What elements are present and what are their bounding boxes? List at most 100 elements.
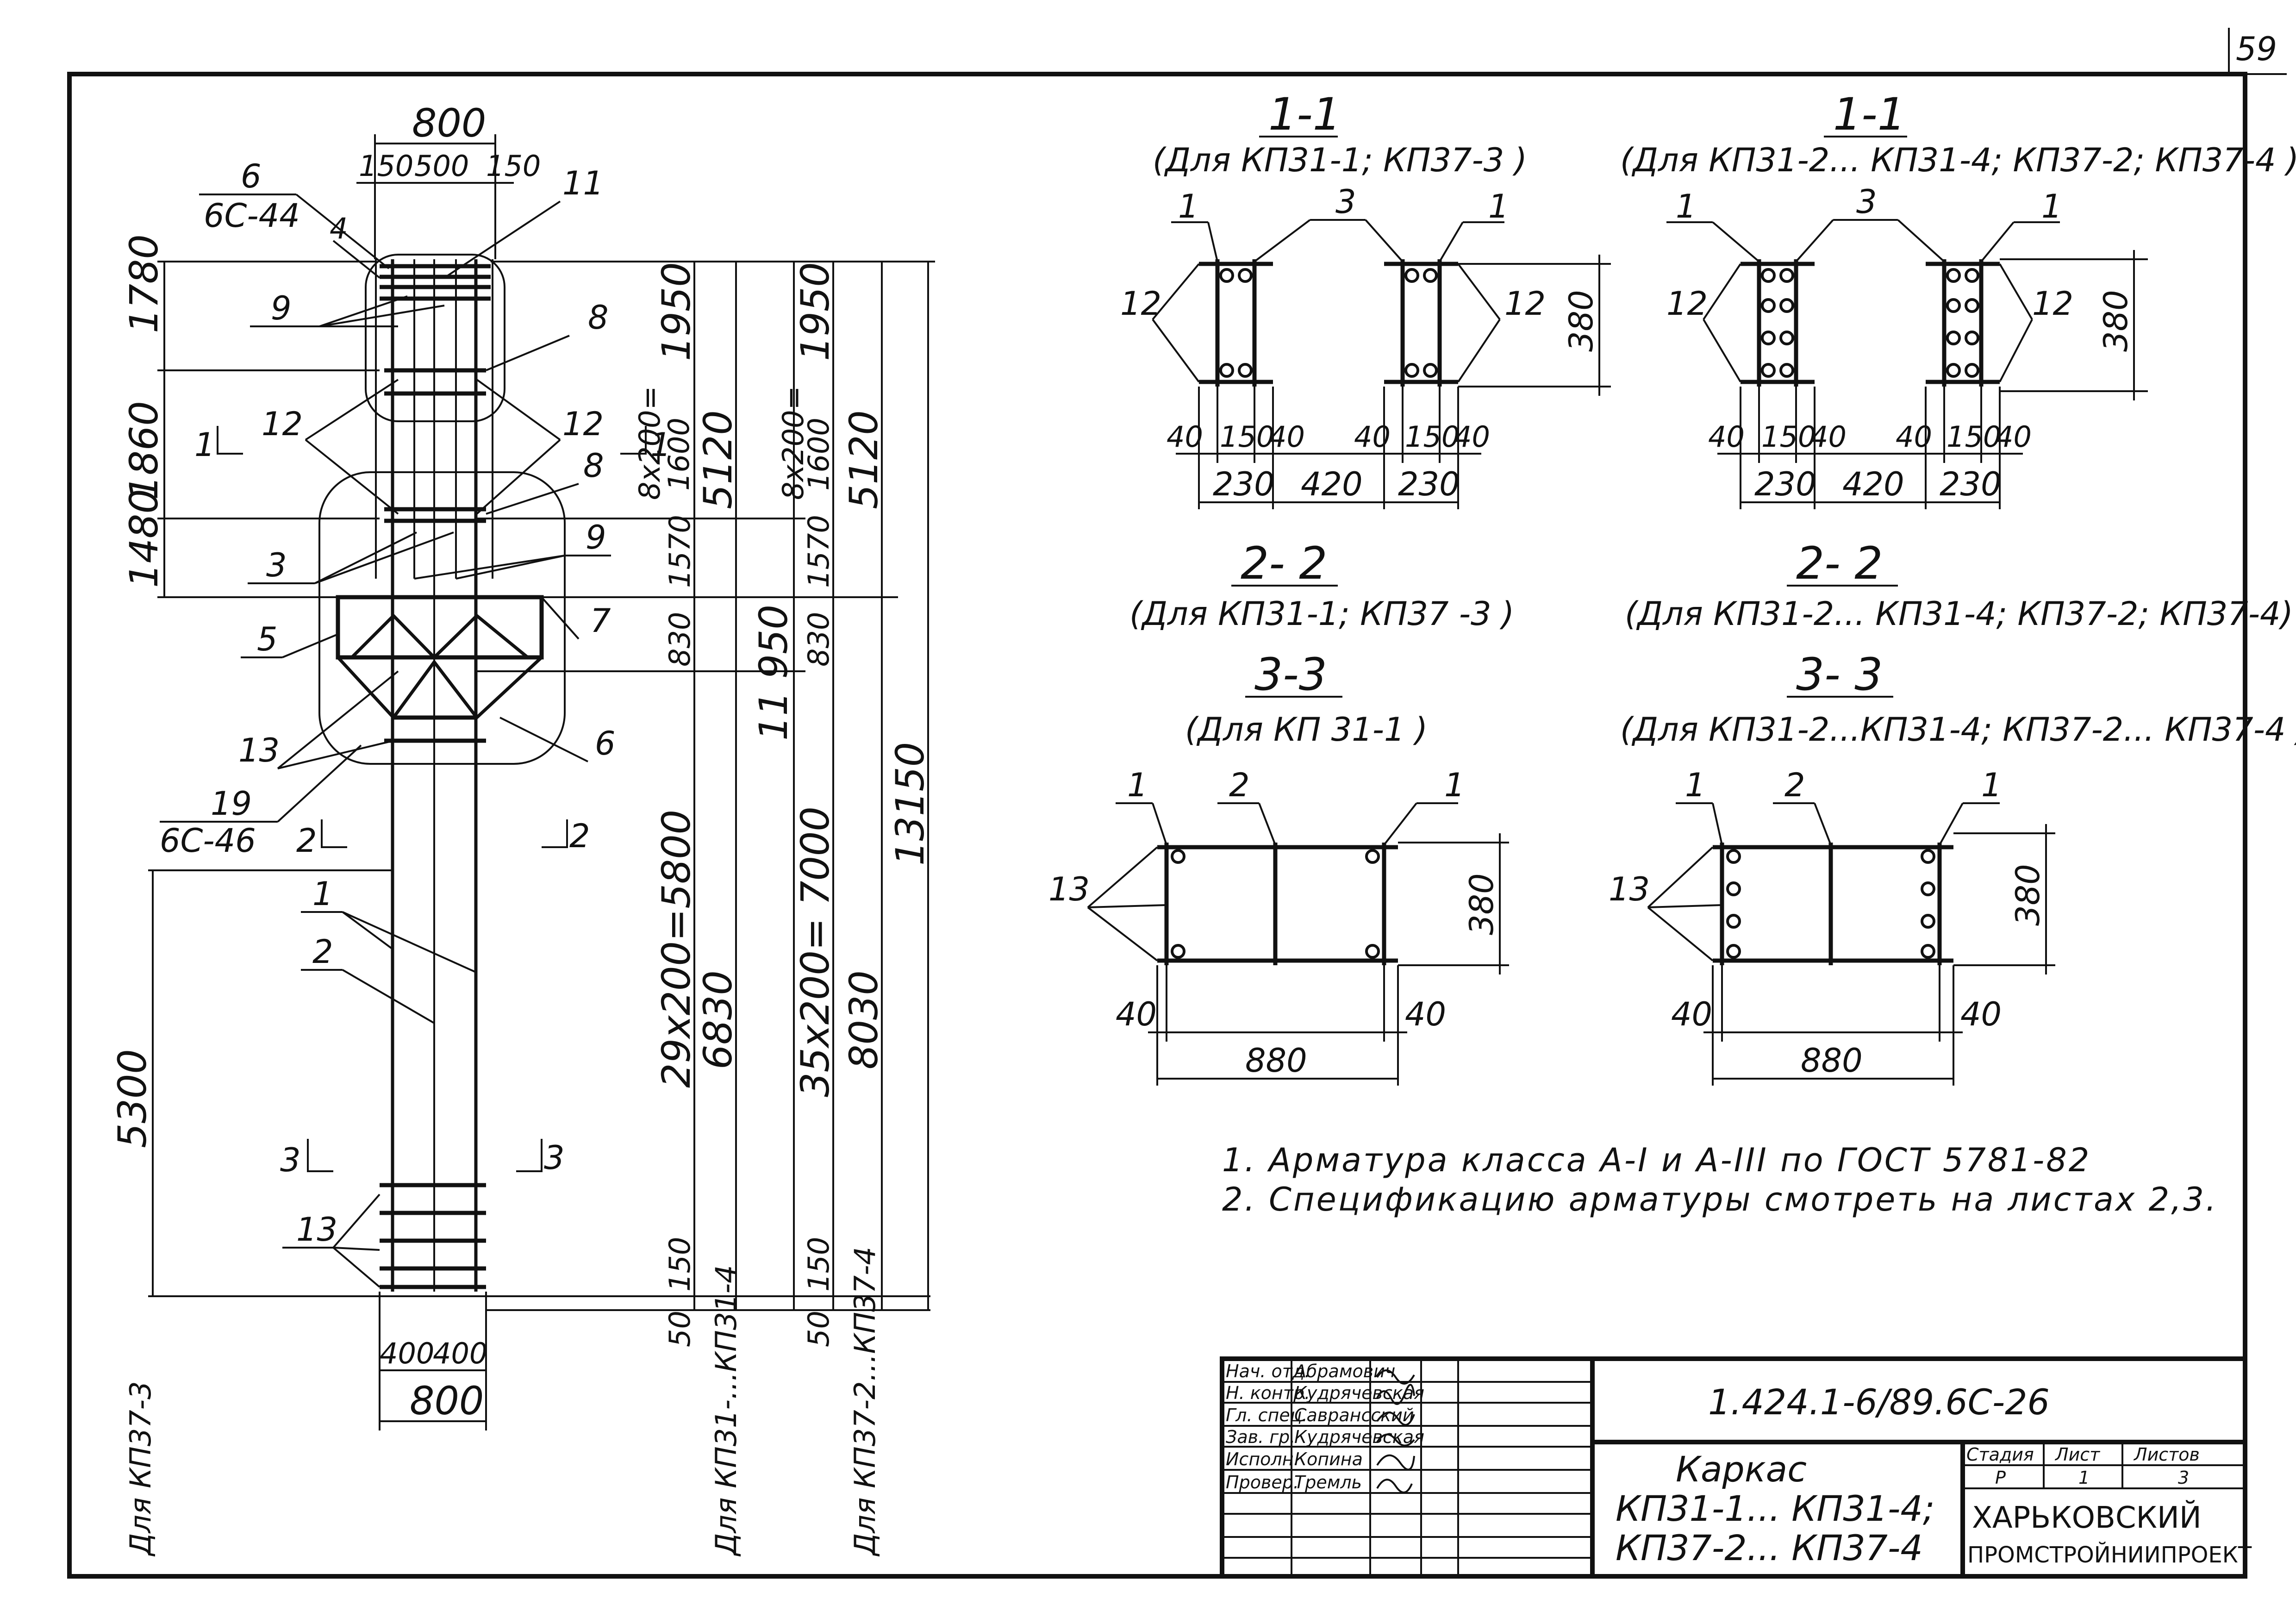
s11b-callout-3: 3 [1856,183,1877,221]
dim-col3-50: 50 [802,1311,836,1347]
s11b-rebar-2 [1779,268,1794,283]
s33b-leader-1 [1712,803,1723,845]
s11b-leader-3a [1795,219,1834,262]
leader-8a [486,335,570,371]
label-for-kp37-3: Для КП37-3 [124,1381,157,1557]
s33a-dim-40b: 40 [1405,995,1446,1033]
dim-col4-5120: 5120 [841,410,886,509]
console-zone-outline [318,471,566,765]
s33a-leader-1r [1383,802,1417,846]
tb-title-line-1: Каркас [1676,1449,1807,1490]
dim-5300: 5300 [110,1049,155,1148]
s33a-leader-13c [1087,906,1158,962]
leader-6b [499,717,588,762]
page-number: 59 [2236,30,2277,68]
leader-3-2 [314,531,454,584]
dim-col1-1600: 1600 [662,418,696,491]
leader-13a-1 [277,670,399,769]
console-diagonals-2 [350,613,529,660]
s33a-leader-1 [1152,803,1167,845]
s33b-rebar-7 [1921,914,1935,929]
section-2-2: 2- 2 (Для КП31-1; КП37 -3 ) 2- 2 (Для КП… [1129,537,2293,633]
s11a-rebar-8 [1423,363,1438,378]
section-3-3-b-subtitle: (Для КП31-2...КП31-4; КП37-2... КП37-4 ) [1620,711,2296,749]
dim-400-right: 400 [433,1337,487,1370]
s33b-rebar-2 [1726,881,1741,896]
s11a-dim-150a: 150 [1220,420,1274,454]
leader-9a-1 [319,295,408,327]
dim-1860: 1860 [121,401,167,500]
cut-2-right-mark [542,819,568,848]
dim-1480: 1480 [121,489,167,588]
callout-8b: 8 [583,447,604,485]
s11b-leader-12b [1703,319,1741,383]
tb-sheets-value: 3 [2178,1468,2189,1488]
s33b-leader-13c [1647,906,1714,962]
dim-150-right: 150 [486,149,541,183]
signature-6 [1376,1479,1413,1493]
section-1-1-b: 1-1 (Для КП31-2... КП31-4; КП37-2; КП37-… [1620,88,2296,509]
s33a-380: 380 [1463,873,1501,935]
s11a-leader-1r [1439,221,1464,262]
s11a-dim-40c: 40 [1354,420,1391,454]
tb-role-5: Исполн. [1226,1449,1299,1469]
leader-8b [486,483,579,515]
s11a-callout-3: 3 [1335,183,1356,221]
cut-2-right-num: 2 [569,817,590,855]
dim-800-top: 800 [412,100,486,146]
callout-12b: 12 [562,405,604,443]
cut-3-right-mark [516,1139,543,1172]
tb-sheet-header: Лист [2054,1444,2101,1465]
s11a-dim-40b: 40 [1268,420,1305,454]
s11a-rebar-5 [1404,268,1419,283]
s33a-rebar-3 [1171,944,1185,959]
dim-col4-8030: 8030 [841,970,886,1069]
tb-role-2: Н. контр. [1226,1383,1310,1403]
leader-9b-2 [414,555,565,580]
s33b-rebar-3 [1726,914,1741,929]
s33a-rebar-2 [1365,849,1380,864]
s33b-dim-40b: 40 [1960,995,2002,1033]
s33b-leader-2 [1814,803,1832,845]
console-diagonals [337,656,543,720]
callout-6c46: 6С-46 [160,822,256,860]
leader-9b-1 [455,555,565,580]
cut-1-left-mark [217,426,243,455]
dim-col1-5800: 29x200=5800 [654,810,699,1088]
cut-3-right-num: 3 [544,1139,565,1177]
section-1-1-a-subtitle: (Для КП31-1; КП37-3 ) [1153,141,1527,179]
s33b-rebar-6 [1921,881,1935,896]
callout-1: 1 [312,875,333,913]
callout-7: 7 [590,602,611,640]
s11a-rebar-1 [1219,268,1234,283]
s11a-leader-12d [1457,319,1501,383]
tb-name-6: Тремль [1294,1472,1362,1493]
s11a-dim-230b: 230 [1398,465,1460,503]
cut-2-left-num: 2 [296,822,317,860]
tb-document-code: 1.424.1-6/89.6С-26 [1708,1381,2050,1423]
signature-2 [1376,1384,1415,1405]
s11b-dim-150a: 150 [1761,420,1816,454]
cut-2-left-mark [321,819,347,848]
leader-19 [277,744,362,823]
tb-title-line-3: КП37-2... КП37-4 [1616,1527,1923,1568]
signature-3 [1376,1412,1415,1426]
dim-500: 500 [414,149,469,183]
callout-6c44: 6С-44 [204,197,300,235]
s33b-dim-40a: 40 [1671,995,1712,1033]
dim-overall-13150: 13150 [887,742,933,866]
s33b-callout-13: 13 [1609,870,1650,908]
tb-stage-value: Р [1995,1468,2006,1488]
s11b-dim-40b: 40 [1810,420,1847,454]
s33a-leader-13a [1087,846,1158,908]
signatures [1376,1369,1415,1493]
cut-1-right-num: 1 [650,426,671,464]
cut-3-left-mark [307,1139,333,1172]
s11b-rebar-10 [1965,268,1979,283]
s11b-dim-40a: 40 [1708,420,1745,454]
leader-12a-2 [305,439,399,515]
section-3-3-a-title: 3-3 [1254,649,1327,700]
leader-6 [295,194,390,269]
s33b-rebar-8 [1921,944,1935,959]
s33a-callout-13: 13 [1048,870,1090,908]
